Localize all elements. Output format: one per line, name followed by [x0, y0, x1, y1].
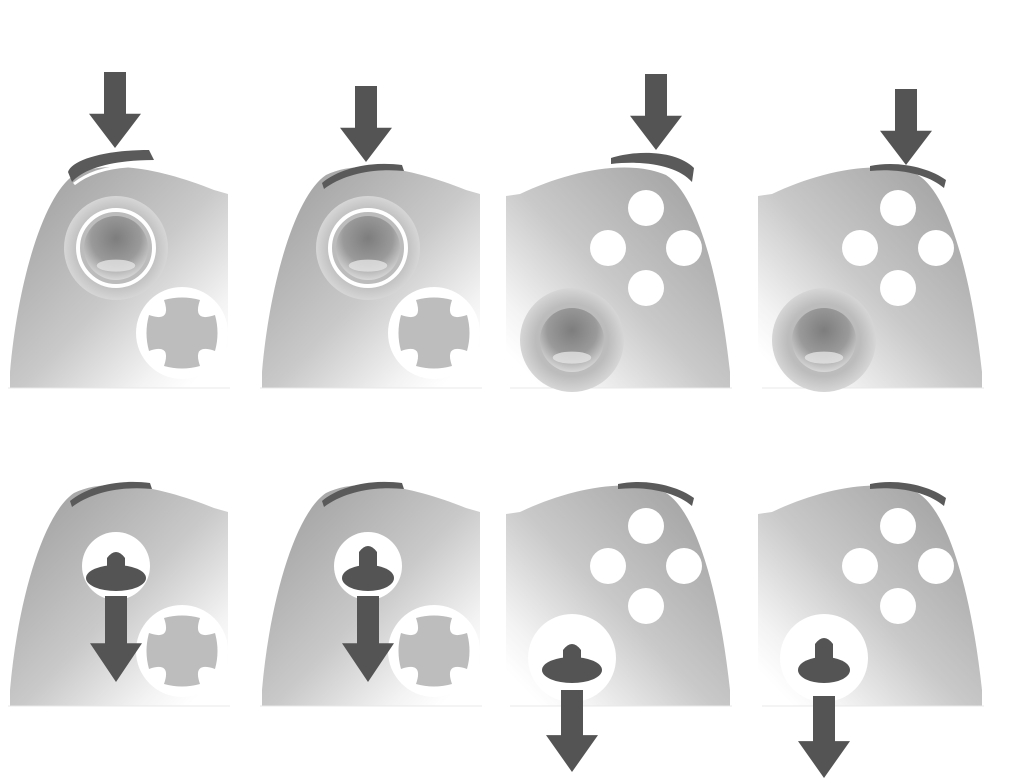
face-button: [918, 548, 954, 584]
dpad-icon: [136, 605, 228, 697]
face-buttons-icon: [590, 508, 702, 624]
panel-2-1-left-thumbstick: [8, 481, 230, 707]
face-button: [666, 230, 702, 266]
panel-1-3-right-bumper: [506, 74, 732, 392]
face-button: [628, 270, 664, 306]
dpad-icon: [136, 287, 228, 379]
bumper-icon: [618, 481, 694, 506]
face-button: [880, 508, 916, 544]
bumper-icon: [322, 163, 404, 189]
bumper-icon: [611, 152, 694, 182]
down-arrow-icon: [798, 696, 850, 778]
face-buttons-icon: [842, 508, 954, 624]
stick-base: [342, 565, 394, 591]
thumbstick-icon: [528, 614, 616, 702]
stick-stem: [359, 546, 377, 574]
dpad-icon: [388, 605, 480, 697]
down-arrow-icon: [90, 596, 142, 682]
dpad-icon: [388, 287, 480, 379]
stick-stem: [815, 638, 833, 666]
thumbstick-icon: [64, 196, 168, 300]
down-arrow-icon: [340, 86, 392, 162]
face-button: [666, 548, 702, 584]
face-button: [880, 190, 916, 226]
down-arrow-icon: [89, 72, 141, 148]
bumper-icon: [870, 163, 946, 188]
face-buttons-icon: [590, 190, 702, 306]
bumper-icon: [322, 481, 404, 507]
thumbstick-icon: [520, 288, 624, 392]
panel-2-2-left-thumbstick: [260, 481, 482, 707]
bumper-icon: [68, 150, 154, 182]
thumbstick-icon: [780, 614, 868, 702]
face-button: [918, 230, 954, 266]
stick-base: [798, 657, 850, 683]
thumbstick-icon: [82, 532, 150, 600]
face-buttons-icon: [842, 190, 954, 306]
down-arrow-icon: [880, 89, 932, 165]
face-button: [842, 548, 878, 584]
panel-2-4-right-thumbstick: [758, 481, 984, 778]
down-arrow-icon: [630, 74, 682, 150]
bumper-icon: [70, 481, 152, 507]
bumper-icon: [870, 481, 946, 506]
down-arrow-icon: [342, 596, 394, 682]
panel-2-3-right-thumbstick: [506, 481, 732, 772]
face-button: [628, 588, 664, 624]
face-button: [628, 508, 664, 544]
panel-1-2-left-bumper: [260, 86, 482, 389]
face-button: [880, 270, 916, 306]
stick-base: [86, 565, 146, 591]
panel-1-1-left-bumper: [8, 72, 230, 389]
thumbstick-icon: [772, 288, 876, 392]
face-button: [628, 190, 664, 226]
stick-stem: [563, 644, 581, 666]
face-button: [590, 230, 626, 266]
stick-base: [542, 657, 602, 683]
thumbstick-icon: [334, 532, 402, 600]
face-button: [590, 548, 626, 584]
thumbstick-icon: [316, 196, 420, 300]
down-arrow-icon: [546, 690, 598, 772]
face-button: [880, 588, 916, 624]
face-button: [842, 230, 878, 266]
panel-1-4-right-bumper: [758, 89, 984, 392]
stick-stem: [107, 552, 125, 574]
